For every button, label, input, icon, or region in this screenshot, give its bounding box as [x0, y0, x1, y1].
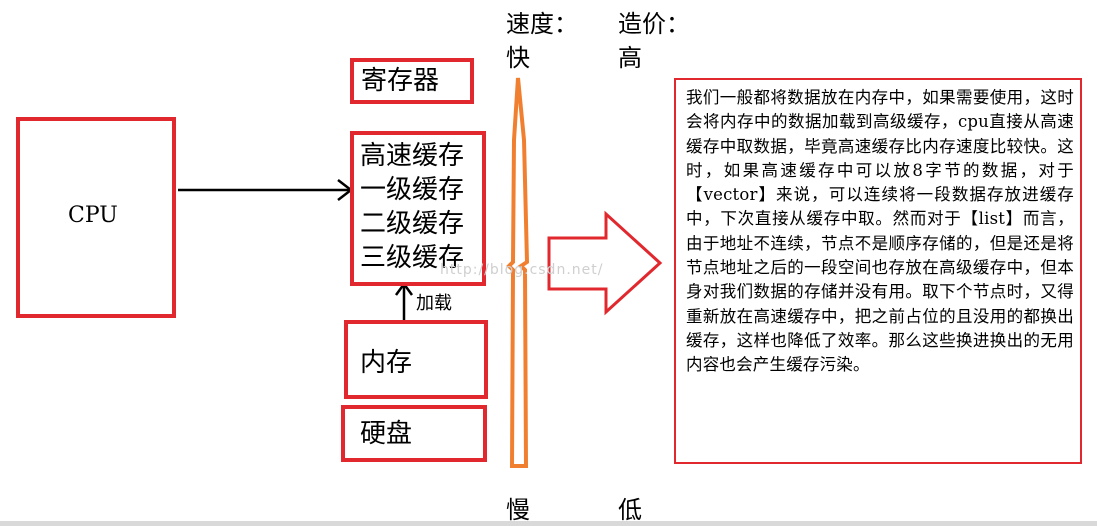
cpu-label: CPU — [68, 203, 118, 228]
cpu-box: CPU — [16, 117, 176, 318]
load-label: 加载 — [416, 293, 452, 314]
cache-box: 高速缓存 一级缓存 二级缓存 三级缓存 — [350, 131, 486, 286]
speed-high-label: 快 — [506, 44, 530, 72]
cache-line-3: 二级缓存 — [360, 209, 465, 239]
cache-line-4: 三级缓存 — [360, 243, 465, 273]
memory-box: 内存 — [344, 320, 488, 399]
register-box: 寄存器 — [350, 58, 474, 104]
cache-line-1: 高速缓存 — [360, 141, 465, 171]
disk-box: 硬盘 — [341, 405, 487, 462]
explanation-note: 我们一般都将数据放在内存中，如果需要使用，这时会将内存中的数据加载到高级缓存，c… — [674, 78, 1082, 464]
cost-high-label: 高 — [618, 44, 642, 72]
register-label: 寄存器 — [361, 66, 440, 96]
bottom-scrollbar-strip — [0, 521, 1097, 526]
cost-label: 造价： — [618, 10, 690, 38]
speed-low-label: 慢 — [506, 496, 530, 524]
disk-label: 硬盘 — [360, 419, 413, 449]
speed-label: 速度： — [506, 10, 578, 38]
speed-cost-arrow — [506, 77, 530, 468]
cache-line-2: 一级缓存 — [360, 175, 465, 205]
cost-low-label: 低 — [618, 496, 642, 524]
explain-arrow — [547, 210, 663, 316]
memory-label: 内存 — [360, 348, 413, 378]
watermark: http://blog.csdn.net/ — [440, 262, 604, 278]
